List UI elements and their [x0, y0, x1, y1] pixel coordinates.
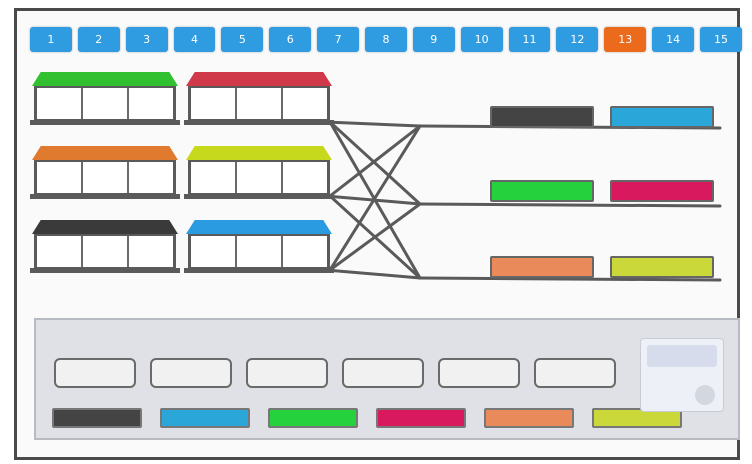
level-button-14[interactable]: 14	[652, 27, 695, 52]
car-lime[interactable]	[610, 256, 714, 278]
station-body	[188, 160, 330, 196]
chip-lime[interactable]	[592, 408, 682, 428]
station-orange[interactable]	[30, 146, 180, 200]
chip-green[interactable]	[268, 408, 358, 428]
roof	[32, 220, 178, 234]
level-button-15[interactable]: 15	[700, 27, 742, 52]
station-green[interactable]	[30, 72, 180, 126]
station-base	[30, 120, 180, 125]
roof	[186, 72, 332, 86]
level-button-11[interactable]: 11	[508, 27, 551, 52]
slot-box[interactable]	[342, 358, 424, 388]
track-segment	[418, 202, 722, 208]
level-button-5[interactable]: 5	[221, 27, 264, 52]
slot-box[interactable]	[150, 358, 232, 388]
level-button-1[interactable]: 1	[30, 27, 72, 52]
level-button-13[interactable]: 13	[604, 27, 647, 52]
track-segment	[328, 124, 422, 198]
track-segment	[328, 202, 422, 272]
slot-2[interactable]	[150, 336, 232, 392]
station-body	[188, 86, 330, 122]
station-base	[30, 268, 180, 273]
level-button-7[interactable]: 7	[317, 27, 360, 52]
track-segment	[328, 120, 422, 206]
level-button-6[interactable]: 6	[269, 27, 312, 52]
roof	[32, 146, 178, 160]
slot-box[interactable]	[534, 358, 616, 388]
slot-box[interactable]	[438, 358, 520, 388]
car-green[interactable]	[490, 180, 594, 202]
station-base	[30, 194, 180, 199]
track-segment	[324, 120, 422, 128]
level-button-8[interactable]: 8	[365, 27, 407, 52]
station-black[interactable]	[30, 220, 180, 274]
track-segment	[328, 124, 422, 272]
slot-label	[448, 336, 516, 350]
slot-label	[256, 336, 324, 350]
station-yellow[interactable]	[184, 146, 334, 200]
station-red[interactable]	[184, 72, 334, 126]
level-selector: 1 2 3 4 5 6 7 8 9 10 11 12 13 14 15	[30, 27, 742, 53]
track-segment	[324, 268, 422, 280]
chip-salmon[interactable]	[484, 408, 574, 428]
slot-box[interactable]	[246, 358, 328, 388]
car-magenta[interactable]	[610, 180, 714, 202]
roof	[32, 72, 178, 86]
station-body	[34, 234, 176, 270]
chip-dark[interactable]	[52, 408, 142, 428]
car-cyan[interactable]	[610, 106, 714, 128]
level-button-12[interactable]: 12	[556, 27, 599, 52]
car-dark[interactable]	[490, 106, 594, 128]
preview-circle-icon	[695, 385, 715, 405]
roof	[186, 146, 332, 160]
slot-label	[64, 336, 132, 350]
slot-box[interactable]	[54, 358, 136, 388]
slot-1[interactable]	[54, 336, 136, 392]
station-body	[188, 234, 330, 270]
slot-label	[160, 336, 228, 350]
level-button-4[interactable]: 4	[173, 27, 216, 52]
station-base	[184, 268, 334, 273]
station-body	[34, 160, 176, 196]
track-segment	[418, 276, 722, 282]
preview-card	[640, 338, 724, 412]
car-salmon[interactable]	[490, 256, 594, 278]
slot-3[interactable]	[246, 336, 328, 392]
preview-header	[647, 345, 717, 367]
level-button-3[interactable]: 3	[125, 27, 168, 52]
slot-label	[352, 336, 420, 350]
station-base	[184, 120, 334, 125]
station-body	[34, 86, 176, 122]
level-button-9[interactable]: 9	[412, 27, 455, 52]
station-blue[interactable]	[184, 220, 334, 274]
slot-6[interactable]	[534, 336, 616, 392]
slot-4[interactable]	[342, 336, 424, 392]
chip-cyan[interactable]	[160, 408, 250, 428]
chip-magenta[interactable]	[376, 408, 466, 428]
station-base	[184, 194, 334, 199]
slot-label	[544, 336, 612, 350]
level-button-2[interactable]: 2	[77, 27, 120, 52]
slot-5[interactable]	[438, 336, 520, 392]
level-button-10[interactable]: 10	[460, 27, 503, 52]
roof	[186, 220, 332, 234]
